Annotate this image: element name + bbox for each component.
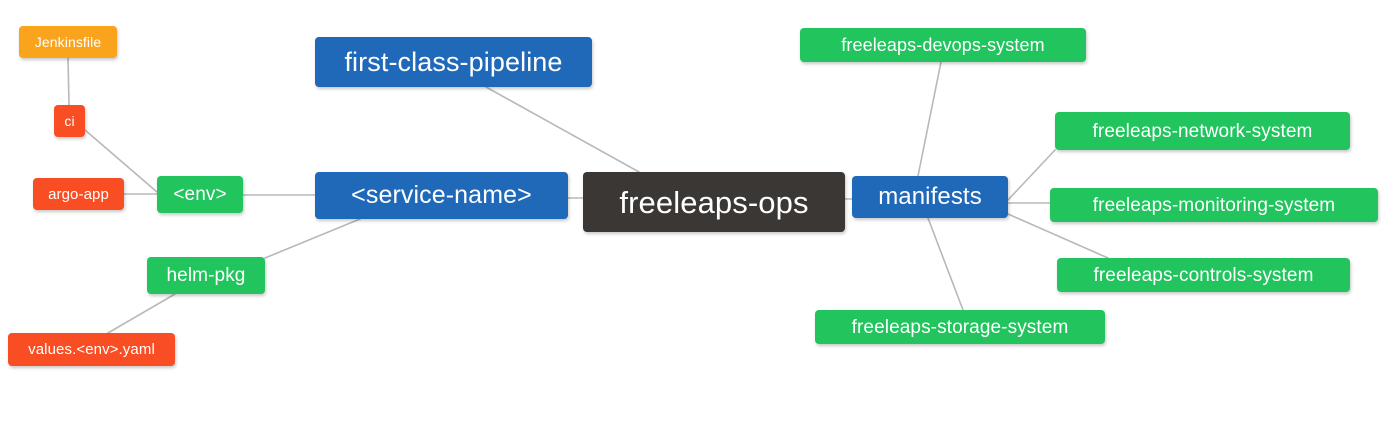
edge-jenkinsfile-to-ci [67, 57, 70, 106]
node-service-name[interactable]: <service-name> [315, 172, 568, 219]
node-jenkinsfile[interactable]: Jenkinsfile [19, 26, 117, 58]
node-argo-app[interactable]: argo-app [33, 178, 124, 210]
node-manifests[interactable]: manifests [852, 176, 1008, 218]
node-env[interactable]: <env> [157, 176, 243, 213]
node-freeleaps-controls-system[interactable]: freeleaps-controls-system [1057, 258, 1350, 292]
edge-manifests-to-freeleaps-network-system [1007, 149, 1056, 201]
node-freeleaps-storage-system[interactable]: freeleaps-storage-system [815, 310, 1105, 344]
edge-helm-pkg-to-values-env-yaml [107, 293, 176, 334]
node-freeleaps-devops-system[interactable]: freeleaps-devops-system [800, 28, 1086, 62]
edge-service-name-to-helm-pkg [264, 218, 361, 259]
edge-manifests-to-freeleaps-devops-system [917, 61, 942, 177]
node-helm-pkg[interactable]: helm-pkg [147, 257, 265, 294]
node-freeleaps-monitoring-system[interactable]: freeleaps-monitoring-system [1050, 188, 1378, 222]
node-freeleaps-ops[interactable]: freeleaps-ops [583, 172, 845, 232]
node-freeleaps-network-system[interactable]: freeleaps-network-system [1055, 112, 1350, 150]
edge-first-class-pipeline-to-freeleaps-ops [485, 86, 640, 173]
edge-manifests-to-freeleaps-storage-system [927, 217, 964, 311]
node-ci[interactable]: ci [54, 105, 85, 137]
node-values-env-yaml[interactable]: values.<env>.yaml [8, 333, 175, 366]
node-first-class-pipeline[interactable]: first-class-pipeline [315, 37, 592, 87]
